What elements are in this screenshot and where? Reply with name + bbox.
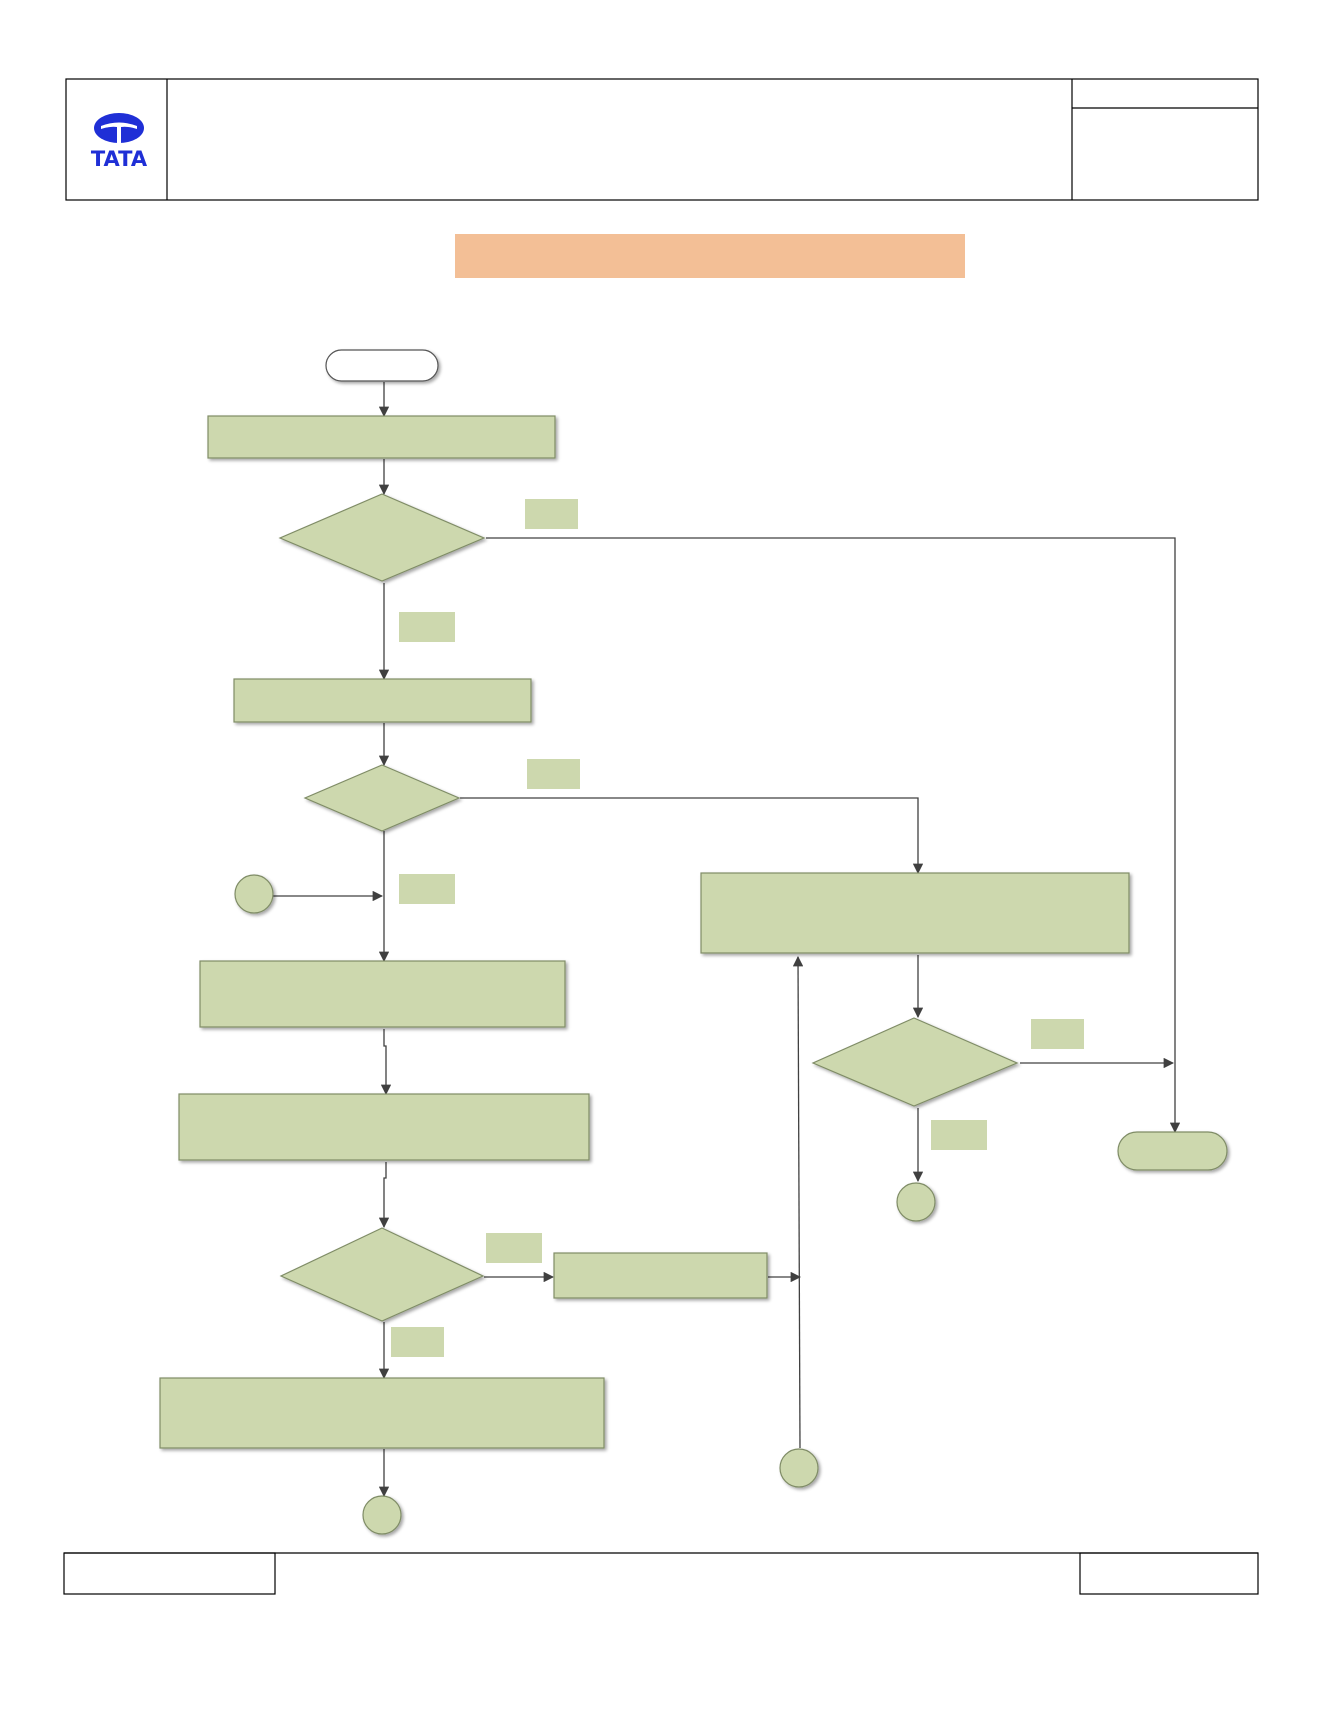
branch-tag-2 (399, 612, 455, 642)
connector-circle-3 (896, 1182, 936, 1222)
footer-left-cell (63, 1552, 276, 1595)
footer-block (63, 1552, 1259, 1595)
process-box-7 (553, 1252, 768, 1299)
connector-circle-4 (779, 1448, 819, 1488)
title-banner (455, 234, 965, 278)
branch-tag-4 (399, 874, 455, 904)
line-p3-to-p4 (380, 1029, 392, 1096)
branch-tag-7 (486, 1233, 542, 1263)
decision-diamond-1 (278, 493, 486, 582)
branch-tag-3 (527, 759, 580, 789)
line-d2-to-p6 (460, 797, 924, 875)
line-d1-to-end (486, 537, 1181, 1134)
start-terminal (325, 349, 439, 382)
decision-diamond-3 (279, 1227, 485, 1322)
decision-diamonds (278, 493, 1019, 1322)
branch-tag-5 (1031, 1019, 1084, 1049)
header-frame (65, 78, 1259, 201)
line-p4-to-d3 (378, 1162, 390, 1229)
decision-diamond-4 (811, 1017, 1019, 1107)
decision-diamond-2 (303, 764, 461, 832)
process-box-4 (178, 1093, 590, 1161)
header-block: TATA (65, 78, 1259, 201)
footer-right-cell (1079, 1552, 1259, 1595)
end-terminal (1117, 1131, 1228, 1171)
process-box-2 (233, 678, 532, 723)
process-boxes (159, 415, 1130, 1449)
branch-tag-6 (931, 1120, 987, 1150)
process-box-3 (199, 960, 566, 1028)
connector-circles (234, 874, 936, 1535)
connector-circle-1 (234, 874, 274, 914)
line-c4-to-p6 (792, 955, 804, 1449)
branch-label-tags (391, 499, 1084, 1357)
connector-circle-2 (362, 1495, 402, 1535)
flow-lines (273, 382, 1181, 1498)
branch-tag-8 (391, 1327, 444, 1357)
process-box-5 (159, 1377, 605, 1449)
process-box-6 (700, 872, 1130, 954)
branch-tag-1 (525, 499, 578, 529)
process-box-1 (207, 415, 556, 459)
logo-wordmark: TATA (91, 147, 148, 171)
tata-logo: TATA (91, 113, 148, 171)
